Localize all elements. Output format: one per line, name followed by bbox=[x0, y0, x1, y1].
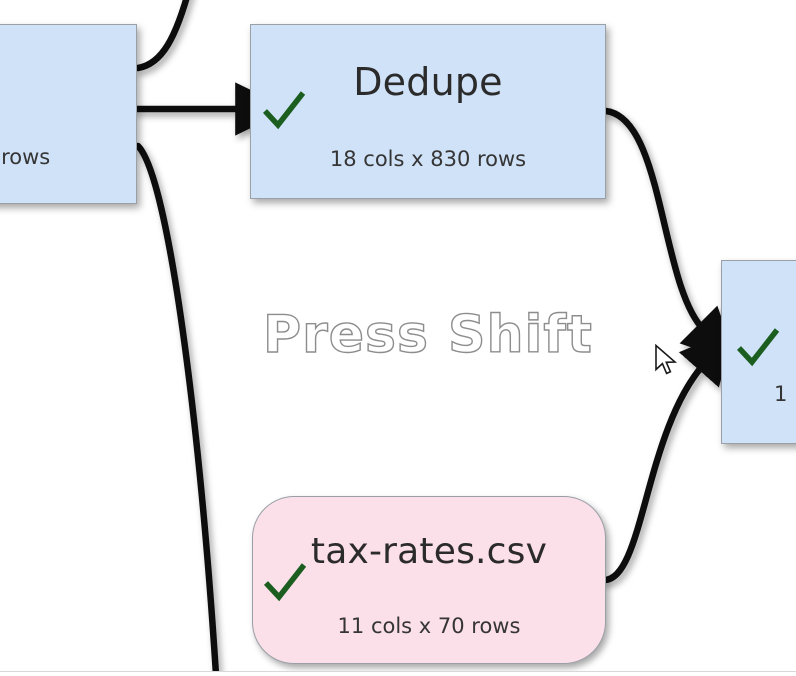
viewport-bottom-edge bbox=[0, 671, 796, 676]
node-join-right-subtitle: 1 bbox=[774, 382, 788, 406]
mouse-cursor-icon bbox=[655, 344, 678, 375]
node-source-left-subtitle: x rows bbox=[0, 145, 51, 169]
node-tax-rates-csv-title: tax-rates.csv bbox=[310, 531, 548, 572]
edge-left-up-offscreen bbox=[134, 0, 190, 72]
node-dedupe[interactable]: Dedupe 18 cols x 830 rows bbox=[250, 24, 606, 199]
node-join-right[interactable]: 1 bbox=[721, 260, 796, 444]
node-tax-rates-csv[interactable]: tax-rates.csv 11 cols x 70 rows bbox=[252, 496, 606, 664]
edge-dedupe-to-join bbox=[602, 107, 738, 364]
node-dedupe-subtitle: 18 cols x 830 rows bbox=[329, 147, 527, 171]
node-dedupe-title: Dedupe bbox=[353, 60, 503, 104]
edge-taxrates-to-join bbox=[600, 328, 735, 584]
node-tax-rates-csv-subtitle: 11 cols x 70 rows bbox=[337, 614, 521, 638]
node-source-left[interactable]: x rows bbox=[0, 24, 137, 204]
edge-left-down-offscreen bbox=[134, 142, 220, 676]
press-shift-watermark: Press Shift bbox=[262, 304, 593, 365]
